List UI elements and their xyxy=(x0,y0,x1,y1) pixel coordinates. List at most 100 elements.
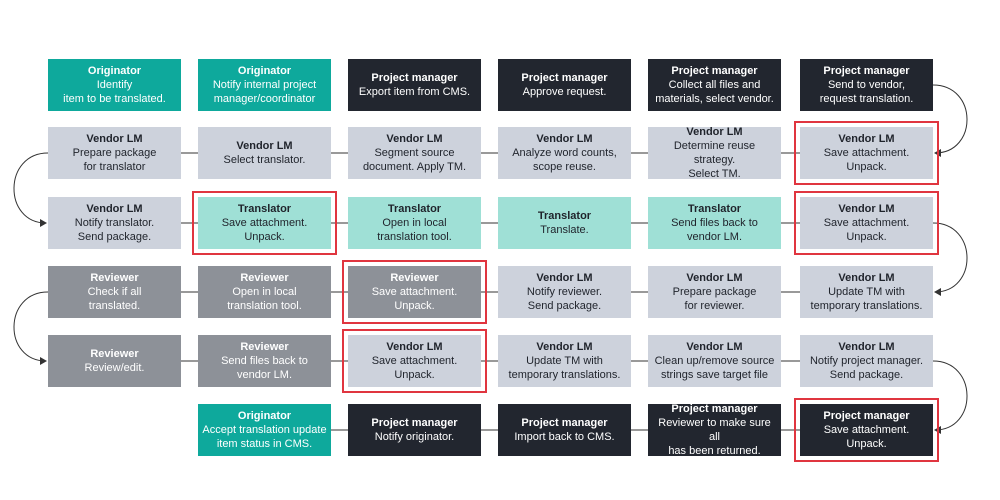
step-box-r2-c6: Vendor LM Save attachment. Unpack. xyxy=(794,121,939,185)
step-role: Reviewer xyxy=(240,341,289,353)
step-description: Notify originator. xyxy=(374,431,455,443)
step-box-r5-c4: Vendor LM Update TM with temporary transl… xyxy=(498,335,631,387)
step-description: Save attachment. Unpack. xyxy=(221,217,308,243)
step-role: Project manager xyxy=(823,65,910,77)
step-role: Originator xyxy=(237,65,292,77)
step-box-r3-c6: Vendor LM Save attachment. Unpack. xyxy=(794,191,939,255)
step-role: Translator xyxy=(537,210,592,222)
step-description: Send to vendor, request translation. xyxy=(819,79,914,105)
step-description: Save attachment. Unpack. xyxy=(371,286,458,312)
step-box-r2-c5: Vendor LM Determine reuse strategy. Selec… xyxy=(648,126,781,180)
step-description: Reviewer to make sure all has been retur… xyxy=(658,417,771,457)
step-role: Vendor LM xyxy=(838,341,895,353)
step-role: Reviewer xyxy=(90,272,139,284)
step-description: Segment source document. Apply TM. xyxy=(362,147,467,173)
step-role: Vendor LM xyxy=(536,272,593,284)
step-description: Notify internal project manager/coordina… xyxy=(212,79,317,105)
step-box-r2-c4: Vendor LM Analyze word counts, scope reus… xyxy=(498,127,631,179)
step-role: Project manager xyxy=(671,65,758,77)
step-description: Open in local translation tool. xyxy=(377,217,452,243)
step-box-r5-c6: Vendor LM Notify project manager. Send pa… xyxy=(800,335,933,387)
connector-arrow xyxy=(932,360,968,434)
connector-arrow xyxy=(13,291,49,365)
step-description: Save attachment. Unpack. xyxy=(823,424,910,450)
step-description: Send files back to vendor LM. xyxy=(671,217,758,243)
step-role: Originator xyxy=(87,65,142,77)
step-description: Open in local translation tool. xyxy=(227,286,302,312)
step-box-r5-c3: Vendor LM Save attachment. Unpack. xyxy=(342,329,487,393)
step-description: Prepare package for reviewer. xyxy=(672,286,757,312)
step-role: Vendor LM xyxy=(838,272,895,284)
step-role: Originator xyxy=(237,410,292,422)
step-description: Save attachment. Unpack. xyxy=(371,355,458,381)
step-role: Reviewer xyxy=(240,272,289,284)
step-role: Project manager xyxy=(823,410,910,422)
step-role: Translator xyxy=(687,203,742,215)
step-role: Vendor LM xyxy=(838,203,895,215)
step-role: Project manager xyxy=(371,417,458,429)
step-description: Determine reuse strategy. Select TM. xyxy=(673,140,756,180)
step-role: Vendor LM xyxy=(536,341,593,353)
step-role: Vendor LM xyxy=(838,133,895,145)
step-role: Project manager xyxy=(671,403,758,415)
step-description: Collect all files and materials, select … xyxy=(655,79,774,105)
step-description: Import back to CMS. xyxy=(514,431,615,443)
step-role: Vendor LM xyxy=(86,203,143,215)
step-box-r2-c1: Vendor LM Prepare package for translator xyxy=(48,127,181,179)
step-role: Vendor LM xyxy=(686,126,743,138)
step-box-r2-c2: Vendor LM Select translator. xyxy=(198,127,331,179)
connector-arrow xyxy=(13,152,49,227)
step-role: Project manager xyxy=(371,72,458,84)
step-description: Save attachment. Unpack. xyxy=(823,147,910,173)
step-description: Analyze word counts, scope reuse. xyxy=(512,147,617,173)
step-description: Notify project manager. Send package. xyxy=(809,355,924,381)
step-role: Reviewer xyxy=(390,272,439,284)
step-box-r4-c6: Vendor LM Update TM with temporary transl… xyxy=(800,266,933,318)
connector-arrow xyxy=(932,84,968,157)
step-role: Vendor LM xyxy=(536,133,593,145)
step-role: Vendor LM xyxy=(386,341,443,353)
step-description: Approve request. xyxy=(522,86,607,98)
step-description: Update TM with temporary translations. xyxy=(508,355,621,381)
step-box-r5-c5: Vendor LM Clean up/remove source strings … xyxy=(648,335,781,387)
step-description: Send files back to vendor LM. xyxy=(221,355,308,381)
step-role: Vendor LM xyxy=(686,341,743,353)
step-description: Select translator. xyxy=(223,154,306,166)
step-role: Vendor LM xyxy=(86,133,143,145)
step-description: Prepare package for translator xyxy=(72,147,157,173)
step-description: Accept translation update item status in… xyxy=(202,424,327,450)
step-description: Update TM with temporary translations. xyxy=(810,286,923,312)
step-role: Project manager xyxy=(521,417,608,429)
step-role: Vendor LM xyxy=(236,140,293,152)
step-description: Translate. xyxy=(540,224,589,236)
step-role: Translator xyxy=(387,203,442,215)
step-description: Save attachment. Unpack. xyxy=(823,217,910,243)
step-description: Clean up/remove source strings save targ… xyxy=(654,355,775,381)
connector-arrow xyxy=(932,222,968,296)
